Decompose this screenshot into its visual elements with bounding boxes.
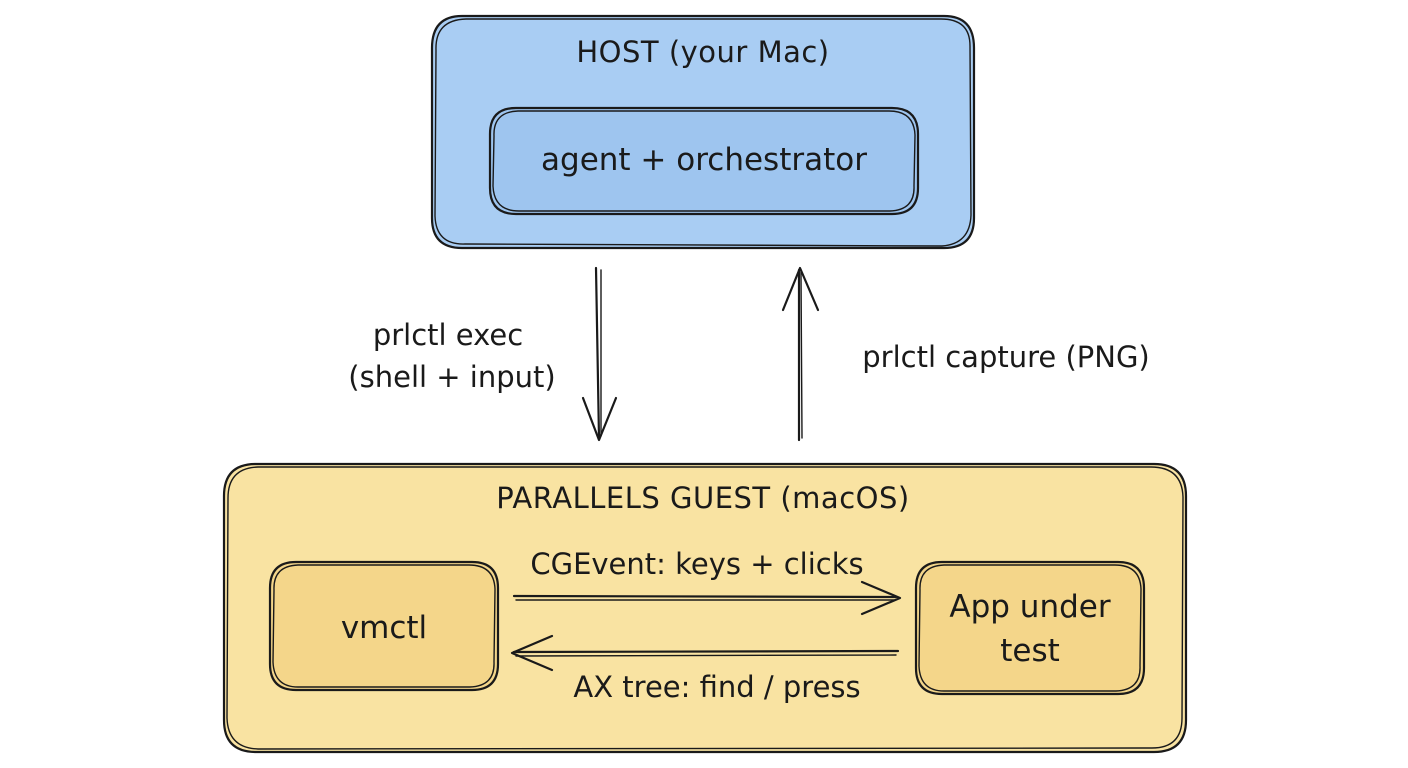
app-under-test-label-line1: App under (949, 589, 1110, 625)
exec-arrow-shaft (594, 266, 601, 440)
exec-label-line1: prlctl exec (373, 318, 523, 352)
exec-arrowhead (581, 396, 618, 442)
agent-orchestrator-box: agent + orchestrator (488, 106, 920, 216)
app-under-test-fill (914, 560, 1146, 696)
capture-arrow (781, 266, 820, 442)
capture-label: prlctl capture (PNG) (862, 340, 1149, 374)
ax-tree-arrow-shaft (512, 649, 900, 654)
ax-tree-arrowhead (510, 634, 554, 672)
vmctl-sketch-stroke (272, 564, 496, 688)
host-title: HOST (your Mac) (576, 35, 829, 69)
exec-label-line2: (shell + input) (348, 360, 555, 394)
capture-arrowhead (781, 266, 820, 312)
guest-title: PARALLELS GUEST (macOS) (496, 481, 909, 515)
host-box: HOST (your Mac) agent + orchestrator (430, 14, 976, 250)
cgevent-arrow (512, 580, 902, 616)
agent-orchestrator-label: agent + orchestrator (541, 142, 867, 178)
ax-tree-label: AX tree: find / press (573, 670, 860, 704)
app-under-test-label-line2: test (1000, 633, 1060, 669)
host-box-sketch-stroke (434, 18, 972, 247)
capture-arrow-shaft-sketch (800, 271, 803, 439)
app-under-test-sketch-stroke (918, 564, 1142, 692)
agent-orchestrator-sketch-stroke (492, 110, 916, 212)
cgevent-label: CGEvent: keys + clicks (530, 547, 863, 581)
exec-arrow (581, 266, 618, 442)
vmctl-box: vmctl (268, 560, 500, 692)
vmctl-label: vmctl (341, 610, 427, 646)
cgevent-arrow-shaft (512, 594, 898, 599)
app-under-test-box: App under test (914, 560, 1146, 696)
agent-orchestrator-fill (488, 106, 920, 216)
guest-box-sketch-stroke (226, 466, 1184, 750)
ax-tree-arrow-shaft-sketch (515, 654, 897, 657)
guest-box: PARALLELS GUEST (macOS) vmctl App under … (222, 462, 1188, 754)
cgevent-arrowhead (860, 580, 902, 616)
vmctl-fill (268, 560, 500, 692)
ax-tree-arrow (510, 634, 900, 672)
